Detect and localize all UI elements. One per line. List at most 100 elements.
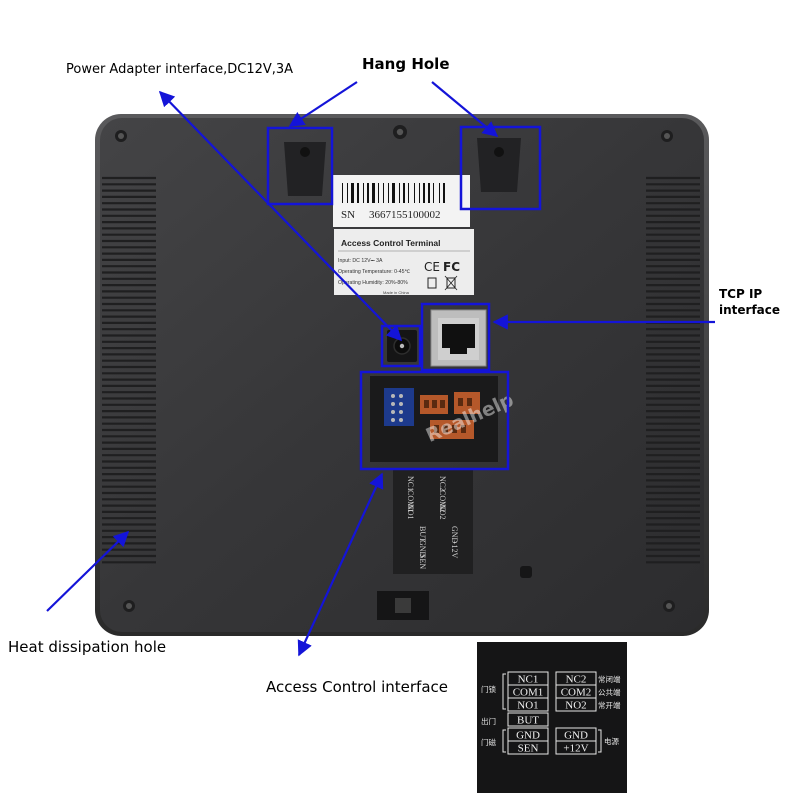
barcode-bar: [363, 183, 364, 203]
made-in-label: Made in China: [383, 290, 410, 295]
heat-vent-right: [646, 176, 700, 564]
rj45-box: [420, 302, 491, 372]
legend-terminal-nc2: NC2: [566, 674, 587, 686]
barcode-bar: [372, 183, 375, 203]
ce-mark: CE: [424, 260, 440, 274]
hang-hole-right-box: [459, 125, 542, 211]
legend-cell: [507, 740, 549, 755]
strip-terminal-label: SEN: [418, 554, 427, 569]
legend-cell: [555, 697, 597, 712]
strip-terminal-label: NO2: [438, 504, 447, 520]
legend-desc-label: 常开端: [598, 700, 621, 710]
rj45-port: [430, 309, 487, 367]
screw-top-left: [115, 130, 127, 142]
legend-terminal-com2: COM2: [561, 687, 592, 699]
legend-terminal-gnd: GND: [516, 730, 540, 742]
barcode-sticker: SN 3667155100002: [333, 175, 470, 227]
legend-brackets: [502, 673, 602, 753]
legend-group-label: 出门: [481, 716, 496, 726]
legend-terminal-gnd: GND: [564, 730, 588, 742]
legend-desc-label: 电源: [604, 736, 619, 746]
serial-number: 3667155100002: [369, 209, 441, 221]
barcode-bar: [414, 183, 415, 203]
label-hang-hole: Hang Hole: [362, 55, 450, 73]
barcode-bar: [423, 183, 425, 203]
serial-prefix: SN: [341, 209, 355, 221]
barcode-bar: [383, 183, 384, 203]
strip-terminal-label: NC2: [438, 476, 447, 491]
strip-terminal-label: BUT: [418, 526, 427, 542]
barcode-bar: [388, 183, 389, 203]
strip-terminal-label: COM2: [438, 490, 447, 512]
arrow-heat: [46, 530, 130, 612]
legend-cell: [555, 740, 597, 755]
device-back-panel: SN 3667155100002 Access Control Terminal…: [95, 114, 709, 636]
barcode-bar: [392, 183, 395, 203]
barcode-bar: [351, 183, 354, 203]
bottom-port: [377, 591, 429, 620]
power-jack: [387, 330, 417, 362]
label-power-adapter: Power Adapter interface,DC12V,3A: [66, 62, 294, 77]
recycle-icon: [427, 277, 437, 289]
screw-top-right: [661, 130, 673, 142]
terminal-block-area: Realhelp: [370, 376, 517, 462]
legend-cell: [507, 712, 549, 727]
barcode-bar: [347, 183, 348, 203]
label-access-control: Access Control interface: [266, 678, 449, 696]
barcode-bar: [419, 183, 420, 203]
screw-top-center: [393, 125, 407, 139]
barcode-bar: [439, 183, 440, 203]
arrow-power-adapter: [158, 90, 403, 342]
barcode-bar: [408, 183, 409, 203]
barcode-bar: [367, 183, 369, 203]
barcode-bar: [443, 183, 445, 203]
barcode-bar: [399, 183, 400, 203]
label-tcp-ip: TCP IP interface: [719, 286, 780, 318]
hang-hole-left: [284, 142, 326, 196]
legend-terminal-com1: COM1: [513, 687, 544, 699]
legend-terminal-no2: NO2: [565, 700, 586, 712]
strip-terminal-label: GND: [450, 526, 459, 544]
legend-terminal-no1: NO1: [517, 700, 538, 712]
barcode-bar: [433, 183, 434, 203]
strip-terminal-label: NC1: [406, 476, 415, 491]
barcode-bar: [403, 183, 405, 203]
barcode-bar: [378, 183, 379, 203]
strip-terminal-label: COM1: [406, 490, 415, 512]
access-control-box: [359, 370, 510, 471]
barcode-bar: [357, 183, 359, 203]
legend-group-label: 门锁: [481, 684, 496, 694]
legend-terminal-nc1: NC1: [518, 674, 539, 686]
barcode-bar: [342, 183, 343, 203]
spec-temp: Operating Temperature: 0-45℃: [338, 269, 411, 275]
screw-bottom-right: [663, 600, 675, 612]
spec-sticker: Access Control Terminal Input: DC 12V⎓ 3…: [334, 229, 474, 295]
reset-button: [520, 566, 532, 578]
strip-terminal-label: +12V: [450, 540, 459, 559]
label-tcp-ip-line2: interface: [719, 303, 781, 317]
fc-mark: FC: [443, 260, 460, 274]
legend-desc-label: 常闭端: [598, 674, 621, 684]
arrow-hang-left: [288, 81, 358, 127]
sticker-title: Access Control Terminal: [341, 238, 441, 248]
heat-vent-left: [102, 176, 156, 564]
terminal-legend-inset: NC1COM1NO1BUTGNDSENNC2COM2NO2GND+12V门锁出门…: [477, 642, 627, 793]
legend-cell: [507, 697, 549, 712]
legend-terminal-sen: SEN: [518, 743, 539, 755]
label-tcp-ip-line1: TCP IP: [719, 287, 763, 301]
screw-bottom-left: [123, 600, 135, 612]
weee-bin-icon: [444, 275, 458, 291]
legend-group-label: 门磁: [481, 737, 496, 747]
label-heat-dissipation: Heat dissipation hole: [8, 638, 167, 656]
arrow-access-control: [297, 472, 384, 657]
strip-terminal-label: NO1: [406, 504, 415, 520]
barcode-bar: [428, 183, 430, 203]
legend-terminal-plus12v: +12V: [563, 743, 588, 755]
barcode: [342, 183, 445, 203]
arrow-hang-right: [431, 81, 499, 137]
legend-desc-label: 公共端: [598, 687, 621, 697]
strip-terminal-label: GND: [418, 540, 427, 558]
spec-input: Input: DC 12V⎓ 3A: [338, 258, 383, 264]
